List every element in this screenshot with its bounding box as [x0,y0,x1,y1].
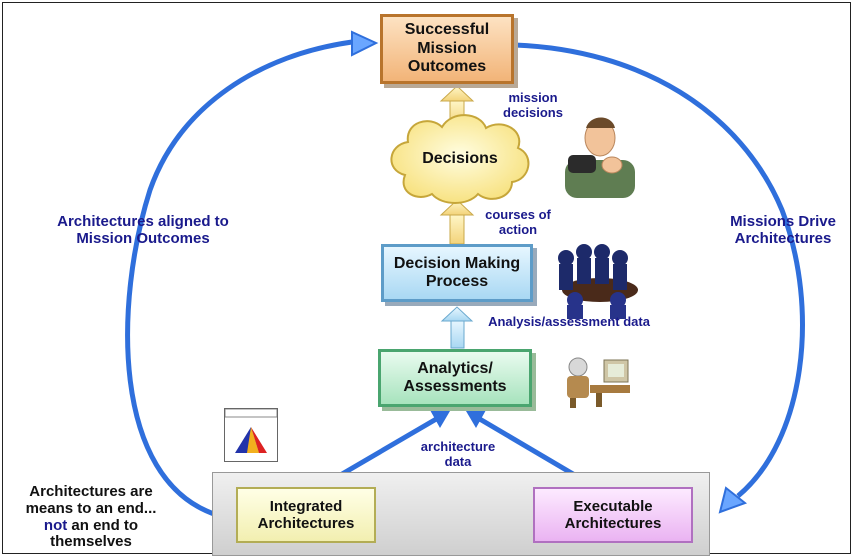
up-arrow-analytics-to-process [440,306,474,349]
right-loop-label: Missions Drive Architectures [730,213,836,247]
integrated-architectures-box: Integrated Architectures [236,487,376,543]
loop-arrowhead-left [351,30,379,57]
analytics-label: Analytics/ Assessments [403,359,507,395]
decisions-label: Decisions [422,150,498,167]
analysis-assessment-data-label: Analysis/assessment data [488,314,650,329]
left-loop-label: Architectures aligned to Mission Outcome… [57,213,229,247]
mission-decisions-label: mission decisions [503,90,563,120]
loop-arrowhead-right [718,486,748,514]
thinking-officer-icon [565,117,635,198]
up-arrow-process-to-decisions [439,199,475,245]
logo-icon [224,408,278,462]
tricolor-triangle-icon [224,408,278,453]
successful-mission-outcomes-box: Successful Mission Outcomes [380,14,514,84]
decisions-cloud [390,114,530,204]
executable-label: Executable Architectures [564,497,662,532]
analyst-computer-icon [567,357,630,408]
decision-process-label: Decision Making Process [393,254,521,290]
decision-making-process-box: Decision Making Process [381,244,533,302]
note-not-word: not [43,516,68,534]
architectures-means-note: Architectures are means to an end... not… [6,483,176,551]
loop-arrow-right [514,42,805,498]
outcomes-label: Successful Mission Outcomes [404,21,490,76]
note-part2: an end to themselves [50,516,139,551]
meeting-group-icon [558,244,638,319]
courses-of-action-label: courses of action [485,207,551,237]
integrated-label: Integrated Architectures [257,497,355,532]
executable-architectures-box: Executable Architectures [533,487,693,543]
analytics-assessments-box: Analytics/ Assessments [378,349,532,407]
note-part1: Architectures are means to an end... [25,483,157,517]
architecture-data-label: architecture data [420,439,496,469]
loop-arrow-left [125,39,353,518]
